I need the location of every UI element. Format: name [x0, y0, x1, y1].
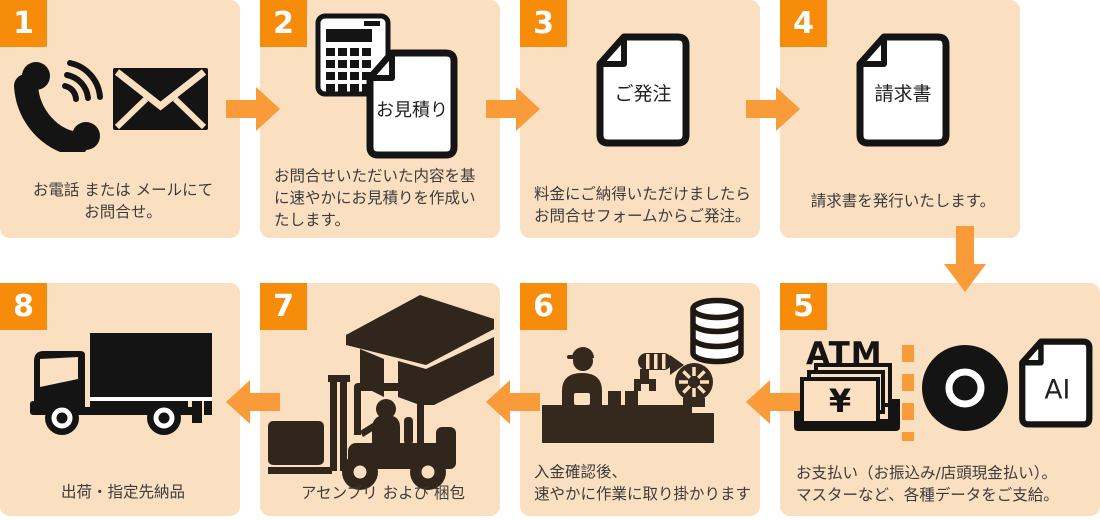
parts-boxes-icon	[608, 391, 638, 405]
estimate-icons: お見積り	[315, 13, 458, 159]
caption-line: お支払い（お振込み/店頭現金払い）。	[796, 464, 1057, 482]
forklift-icon	[268, 375, 456, 490]
caption-line: 出荷・指定先納品	[60, 483, 185, 501]
caption-line: マスターなど、各種データをご支給。	[796, 486, 1059, 504]
caption-line: お問合せ。	[84, 203, 162, 221]
estimate-document-icon: お見積り	[366, 49, 458, 159]
step-1-card: 1 お電話 または メールにて お問合せ。	[0, 0, 240, 238]
workbench-icon	[542, 398, 714, 443]
step-2-badge: 2	[260, 0, 307, 47]
step-6-badge: 6	[520, 283, 567, 330]
step-7-caption: アセンブリ および 梱包	[274, 482, 492, 504]
step-3-card: 3 ご発注 料金にご納得いただけましたら お問合せフォームからご発注。	[520, 0, 760, 238]
worker-icon	[562, 347, 602, 405]
database-icon	[690, 297, 744, 365]
invoice-document-icon: 請求書	[856, 33, 950, 147]
contact-icons	[14, 60, 208, 152]
truck-icon	[30, 333, 212, 435]
robot-arm-icon	[634, 353, 684, 391]
step-1-badge: 1	[0, 0, 47, 47]
calculator-icon	[315, 13, 391, 97]
arrow-step4-to-step5	[944, 226, 986, 292]
arrow-step6-to-step7	[486, 380, 540, 424]
caption-line: たします。	[274, 211, 350, 229]
step-7-card: 7	[260, 283, 500, 516]
ai-file-icon: AI	[1019, 338, 1093, 428]
arrow-step2-to-step3	[486, 87, 540, 131]
step-8-badge: 8	[0, 283, 47, 330]
assembly-scene-icons	[542, 347, 714, 443]
step-4-card: 4 請求書 請求書を発行いたします。	[780, 0, 1020, 238]
step-3-caption: 料金にご納得いただけましたら お問合せフォームからご発注。	[534, 183, 752, 227]
caption-line: お問合せフォームからご発注。	[534, 207, 751, 225]
document-label: ご発注	[614, 83, 671, 105]
phone-icon	[14, 62, 100, 152]
step-4-badge: 4	[780, 0, 827, 47]
caption-line: 請求書を発行いたします。	[810, 192, 996, 210]
step-2-card: 2 お見積り お問合せいただいた内容を基 に速やかにお見積り	[260, 0, 500, 238]
document-label: 請求書	[874, 83, 931, 105]
step-4-caption: 請求書を発行いたします。	[794, 190, 1012, 212]
caption-line: 入金確認後、	[534, 463, 628, 481]
file-label: AI	[1044, 375, 1070, 406]
cd-icon	[922, 345, 1008, 431]
step-1-caption: お電話 または メールにて お問合せ。	[14, 179, 232, 223]
step-2-caption: お問合せいただいた内容を基 に速やかにお見積りを作成い たします。	[274, 165, 492, 231]
caption-line: に速やかにお見積りを作成い	[274, 189, 476, 207]
step-6-caption: 入金確認後、 速やかに作業に取り掛かります	[534, 461, 752, 505]
caption-line: お電話 または メールにて	[32, 181, 214, 199]
mail-icon	[113, 68, 208, 130]
arrow-step7-to-step8	[226, 380, 280, 424]
caption-line: お問合せいただいた内容を基	[274, 167, 476, 185]
arrow-step1-to-step2	[226, 87, 280, 131]
step-5-badge: 5	[780, 283, 827, 330]
caption-line: 速やかに作業に取り掛かります	[534, 485, 752, 503]
order-document-icon: ご発注	[596, 33, 690, 147]
step-5-card: 5 ATM ¥ AI お支払い（お振込み/店頭現金払い）。 マスターなど、各種デ…	[780, 283, 1100, 516]
step-6-card: 6	[520, 283, 760, 516]
step-3-badge: 3	[520, 0, 567, 47]
dashed-separator	[902, 345, 914, 441]
document-label: お見積り	[376, 100, 448, 121]
arrow-step5-to-step6	[746, 380, 800, 424]
atm-banknotes-icon: ¥	[794, 363, 900, 431]
step-7-badge: 7	[260, 283, 307, 330]
caption-line: アセンブリ および 梱包	[300, 484, 466, 502]
step-8-caption: 出荷・指定先納品	[14, 481, 232, 503]
yen-symbol: ¥	[829, 382, 851, 420]
step-8-card: 8 出荷・指定先納品	[0, 283, 240, 516]
arrow-step3-to-step4	[746, 87, 800, 131]
step-5-caption: お支払い（お振込み/店頭現金払い）。 マスターなど、各種データをご支給。	[796, 462, 1092, 506]
sound-waves-icon	[62, 60, 103, 102]
gear-icon	[675, 363, 713, 401]
caption-line: 料金にご納得いただけましたら	[534, 185, 751, 203]
